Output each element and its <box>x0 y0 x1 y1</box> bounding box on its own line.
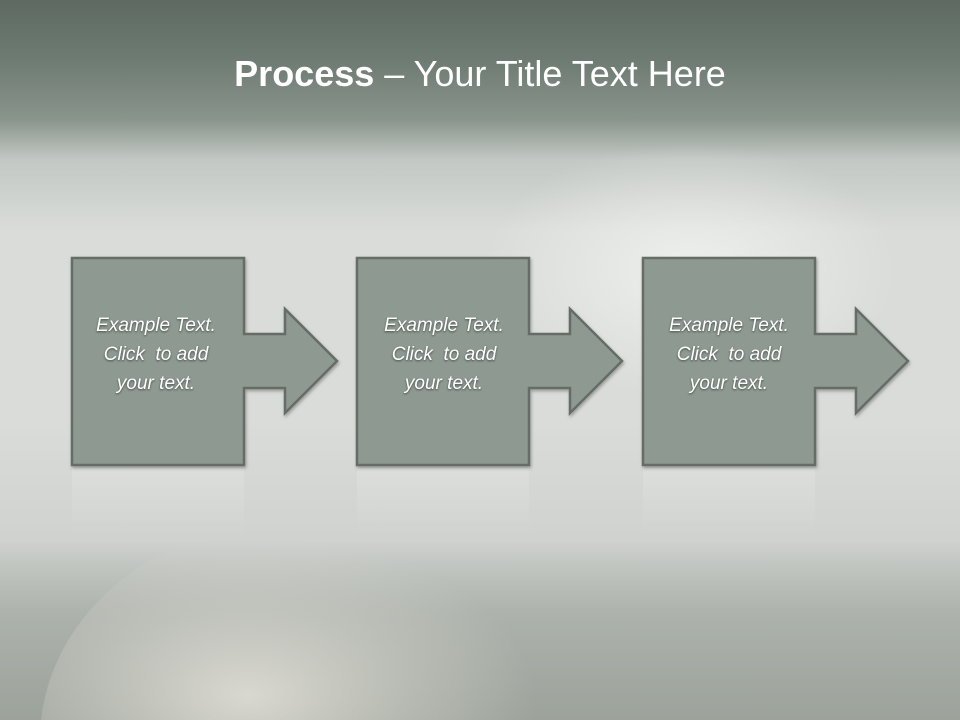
step-2-line-2: Click to add <box>391 344 497 365</box>
step-3-reflection <box>643 468 815 538</box>
step-1-reflection <box>72 468 244 538</box>
step-1-text[interactable]: Example Text. Click to add your text. <box>71 311 241 398</box>
step-1-line-1: Example Text. <box>96 315 216 336</box>
step-2-line-3: your text. <box>404 373 484 394</box>
step-3-line-1: Example Text. <box>669 315 789 336</box>
step-3-shape[interactable] <box>641 256 910 467</box>
step-2-shape[interactable] <box>355 256 624 467</box>
step-2-text[interactable]: Example Text. Click to add your text. <box>359 311 529 398</box>
step-3-text[interactable]: Example Text. Click to add your text. <box>644 311 814 398</box>
slide-title[interactable]: Process – Your Title Text Here <box>0 52 960 96</box>
step-1-line-3: your text. <box>116 373 196 394</box>
title-rest: Your Title Text Here <box>413 53 726 94</box>
title-bold: Process <box>234 53 375 94</box>
step-2-line-1: Example Text. <box>384 315 504 336</box>
step-2-reflection <box>357 468 529 538</box>
reflections <box>72 468 815 538</box>
title-dash: – <box>374 53 414 94</box>
step-1-shape[interactable] <box>70 256 339 467</box>
step-3-line-3: your text. <box>689 373 769 394</box>
title-bar: Process – Your Title Text Here <box>0 0 960 130</box>
step-1-line-2: Click to add <box>103 344 209 365</box>
step-3-line-2: Click to add <box>676 344 782 365</box>
